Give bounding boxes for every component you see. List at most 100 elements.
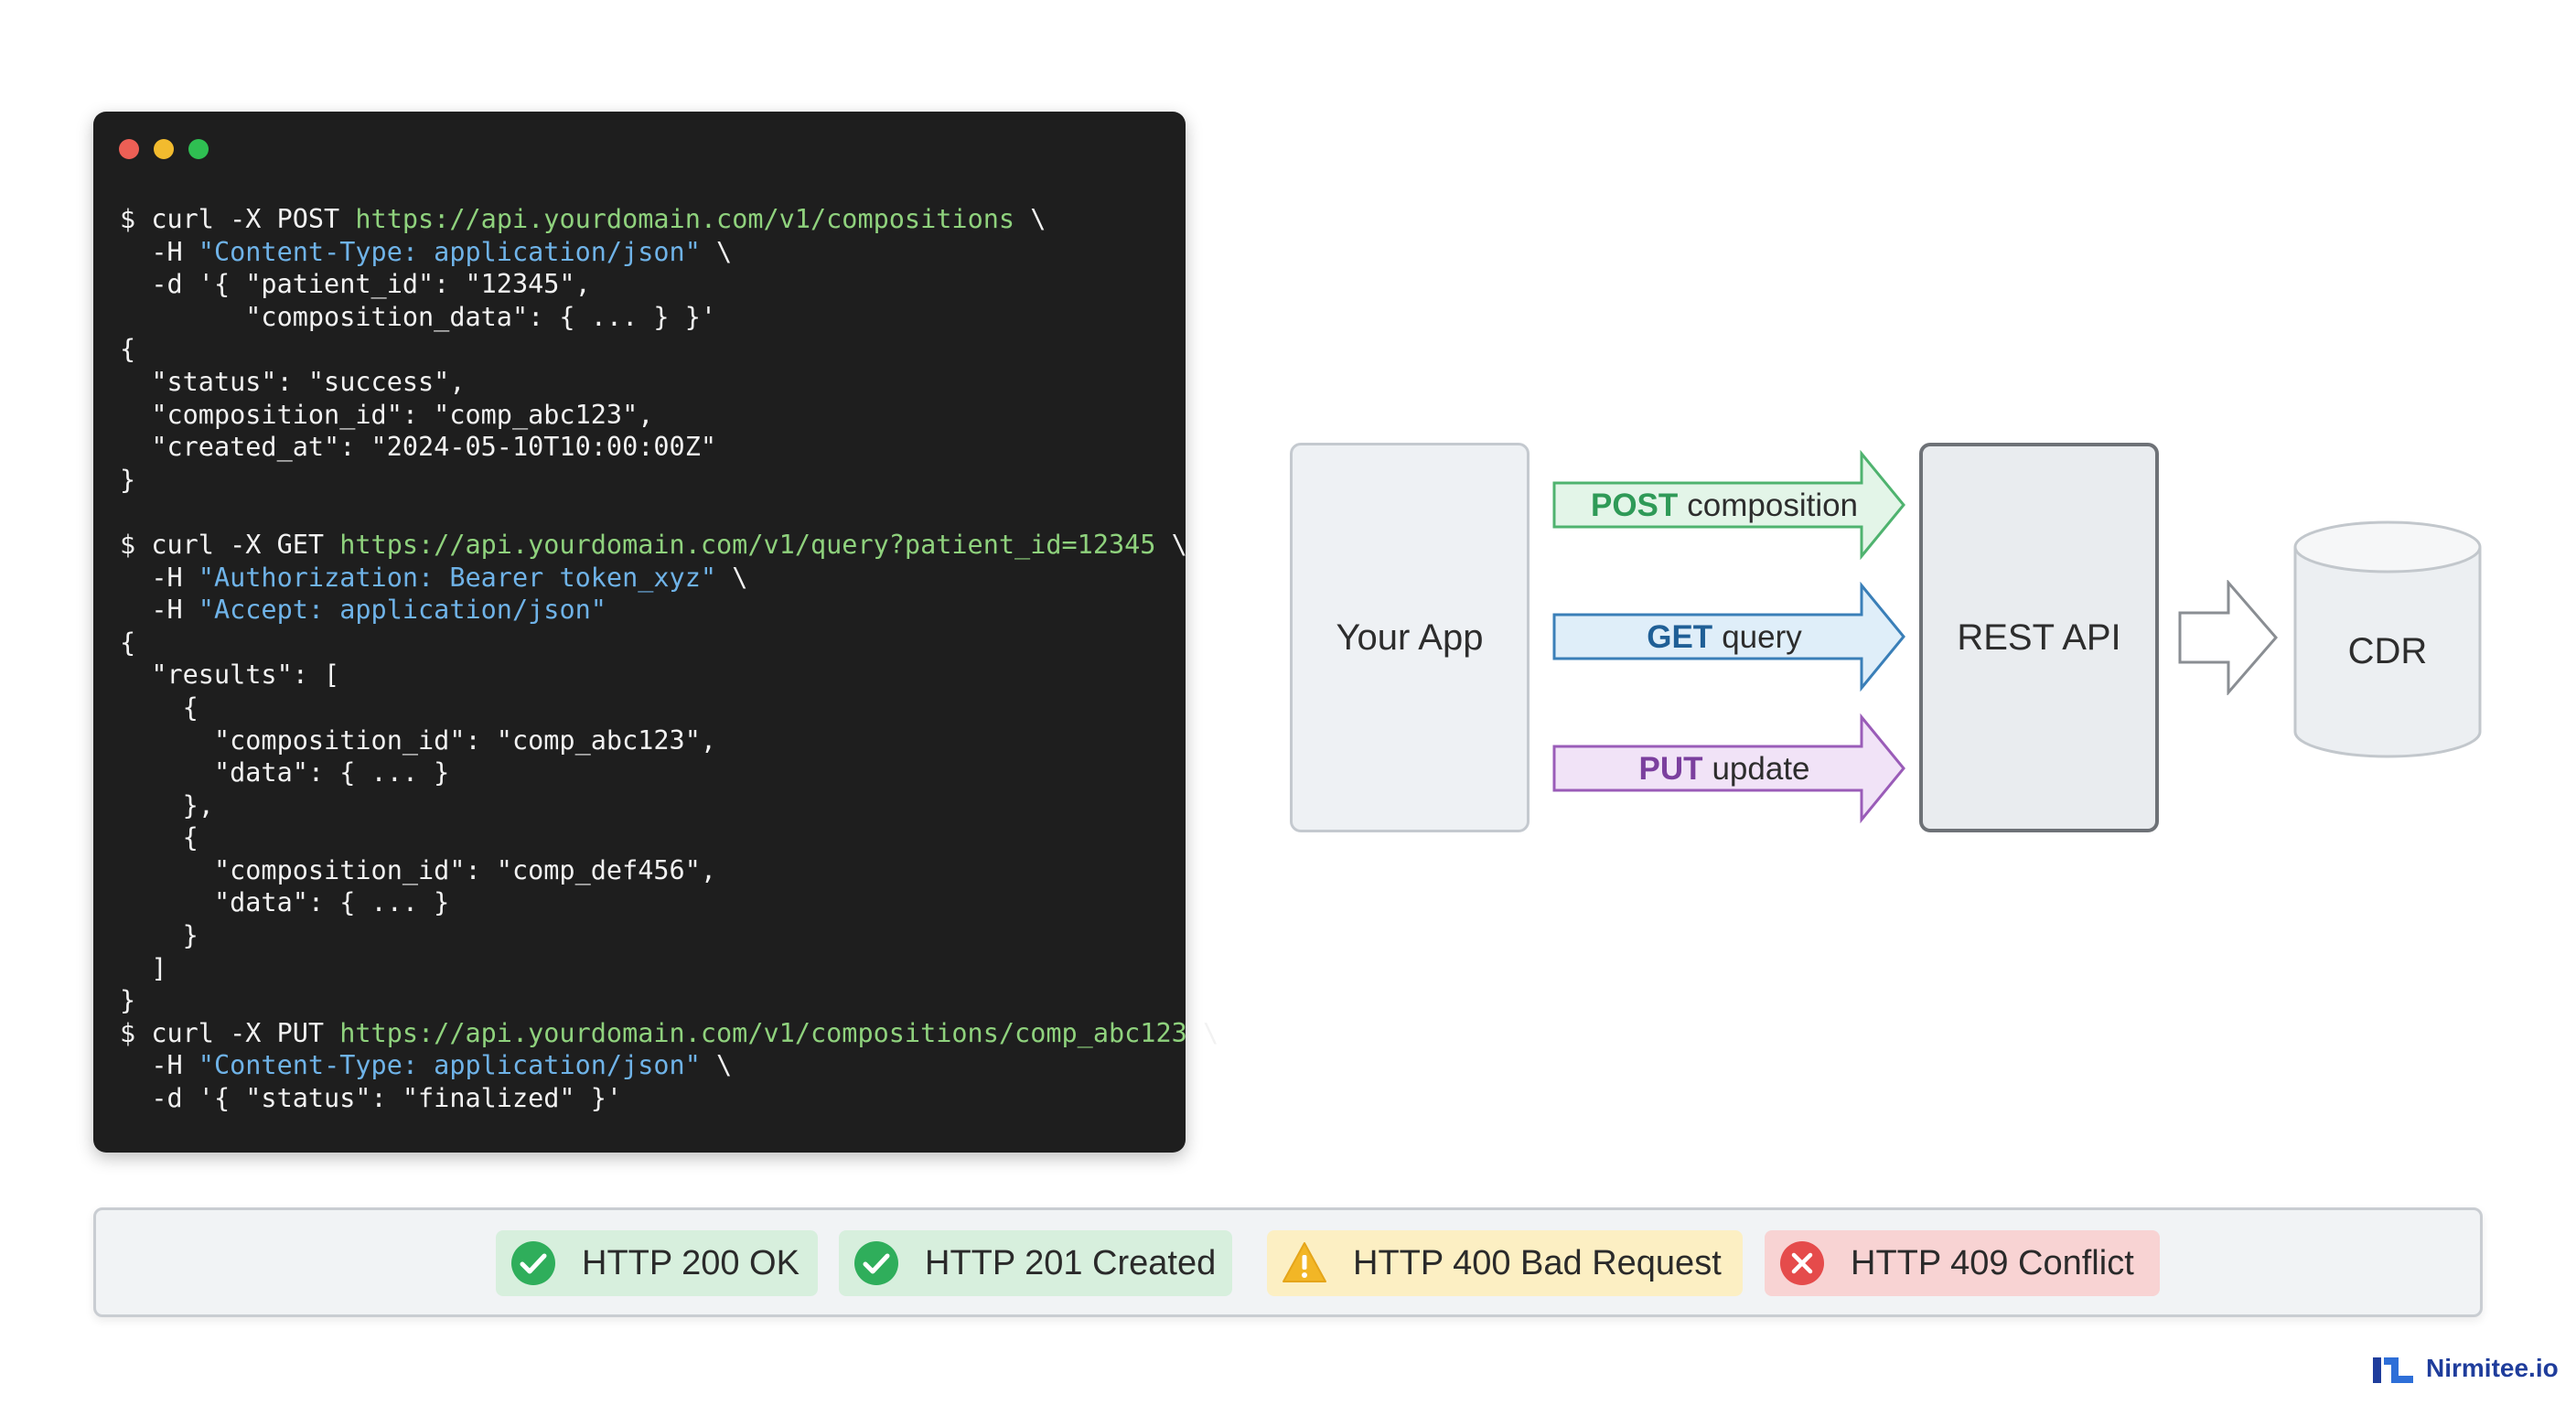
code-line: -H "Content-Type: application/json" \ [120,1049,1218,1082]
code-line: } [120,984,1218,1017]
code-line: -d '{ "status": "finalized" }' [120,1082,1218,1115]
code-text: } [120,920,199,951]
minimize-dot-icon[interactable] [154,139,174,159]
get-arrow-shape [1552,581,1905,692]
maximize-dot-icon[interactable] [188,139,209,159]
code-text: "created_at": "2024-05-10T10:00:00Z" [120,432,717,463]
code-text: $ curl -X PUT [120,1017,340,1048]
status-label-409: HTTP 409 Conflict [1851,1243,2134,1282]
code-text: "composition_data": { ... } }' [120,301,717,332]
code-line: "status": "success", [120,366,1218,399]
cdr-database-icon [2293,520,2482,758]
put-method: PUT [1638,750,1703,787]
code-text: "composition_id": "comp_def456", [120,854,717,885]
code-url: https://api.yourdomain.com/v1/compositio… [339,1017,1187,1048]
post-arrow-shape [1552,449,1905,561]
put-arrow-label: PUT update [1551,712,1898,826]
post-arrow-label: POST composition [1551,448,1898,563]
terminal-window: $ curl -X POST https://api.yourdomain.co… [93,112,1218,1153]
window-controls [119,139,209,159]
status-label-400: HTTP 400 Bad Request [1353,1243,1722,1282]
code-line: $ curl -X POST https://api.yourdomain.co… [120,203,1218,236]
get-action: query [1722,618,1802,655]
code-line: -H "Authorization: Bearer token_xyz" \ [120,562,1218,595]
code-text: -d '{ "status": "finalized" }' [120,1083,623,1114]
code-text: -d '{ "patient_id": "12345", [120,269,591,300]
warning-triangle-icon [1283,1242,1326,1282]
status-badge-409: HTTP 409 Conflict [1765,1230,2160,1296]
api-to-cdr-arrow [2178,580,2278,695]
code-string: "Authorization: Bearer token_xyz" [198,562,717,593]
post-composition-arrow: POST composition [1551,448,1907,563]
close-dot-icon[interactable] [119,139,139,159]
code-line: -H "Content-Type: application/json" \ [120,236,1218,269]
code-line: "composition_id": "comp_def456", [120,854,1218,887]
status-badge-201: HTTP 201 Created [839,1230,1232,1296]
code-text: { [120,334,136,365]
get-arrow-label: GET query [1551,580,1898,694]
code-line: ] [120,952,1218,985]
code-line: "results": [ [120,659,1218,692]
code-url: https://api.yourdomain.com/v1/query?pati… [339,529,1156,560]
terminal-code: $ curl -X POST https://api.yourdomain.co… [120,203,1218,1115]
your-app-label: Your App [1336,617,1484,658]
brand-logo: Nirmitee.io [2371,1352,2559,1385]
http-status-bar: HTTP 200 OK HTTP 201 Created HTTP 400 Ba… [93,1207,2483,1317]
code-line: -d '{ "patient_id": "12345", [120,268,1218,301]
code-text: -H [120,562,199,593]
code-text: \ [700,236,733,267]
code-line: { [120,333,1218,366]
post-action: composition [1687,487,1859,523]
code-text: "data": { ... } [120,757,450,788]
code-text: { [120,822,199,853]
code-line: "data": { ... } [120,886,1218,919]
code-text: $ curl -X GET [120,529,340,560]
error-circle-icon [1780,1241,1824,1285]
brand-name: Nirmitee.io [2426,1354,2559,1382]
code-line: "composition_id": "comp_abc123", [120,724,1218,757]
code-text: \ [1186,1017,1219,1048]
code-line: { [120,692,1218,724]
code-text: -H [120,1050,199,1081]
put-action: update [1712,750,1810,787]
status-label-201: HTTP 201 Created [925,1243,1217,1282]
code-text: }, [120,789,214,820]
code-line: $ curl -X GET https://api.yourdomain.com… [120,529,1218,562]
check-circle-icon [854,1241,898,1285]
status-label-200: HTTP 200 OK [582,1243,800,1282]
code-line [120,496,1218,529]
nirmitee-logo-icon [2373,1357,2413,1383]
code-line: -H "Accept: application/json" [120,594,1218,627]
code-text: "status": "success", [120,366,466,397]
code-line: } [120,919,1218,952]
code-line: "composition_data": { ... } }' [120,301,1218,334]
code-line: "data": { ... } [120,756,1218,789]
your-app-box: Your App [1290,443,1530,832]
code-text: "composition_id": "comp_abc123", [120,399,654,430]
code-string: "Content-Type: application/json" [198,236,701,267]
code-text: { [120,627,136,658]
code-text: { [120,692,199,723]
status-badge-200: HTTP 200 OK [496,1230,818,1296]
code-line: } [120,464,1218,497]
rest-api-label: REST API [1957,617,2121,658]
code-text: -H [120,595,199,626]
code-text: "composition_id": "comp_abc123", [120,724,717,756]
code-text: } [120,985,136,1016]
code-text: -H [120,236,199,267]
code-line: "created_at": "2024-05-10T10:00:00Z" [120,431,1218,464]
code-url: https://api.yourdomain.com/v1/compositio… [355,204,1015,234]
status-badge-400: HTTP 400 Bad Request [1267,1230,1743,1296]
code-text: \ [700,1050,733,1081]
code-line: }, [120,789,1218,822]
code-text: \ [1014,204,1046,234]
code-text: \ [716,562,748,593]
code-line: "composition_id": "comp_abc123", [120,399,1218,432]
code-string: "Content-Type: application/json" [198,1050,701,1081]
code-line: { [120,627,1218,660]
cdr-label: CDR [2347,631,2428,671]
get-query-arrow: GET query [1551,580,1907,694]
rest-api-box: REST API [1919,443,2159,832]
code-line: { [120,821,1218,854]
post-method: POST [1590,487,1679,523]
